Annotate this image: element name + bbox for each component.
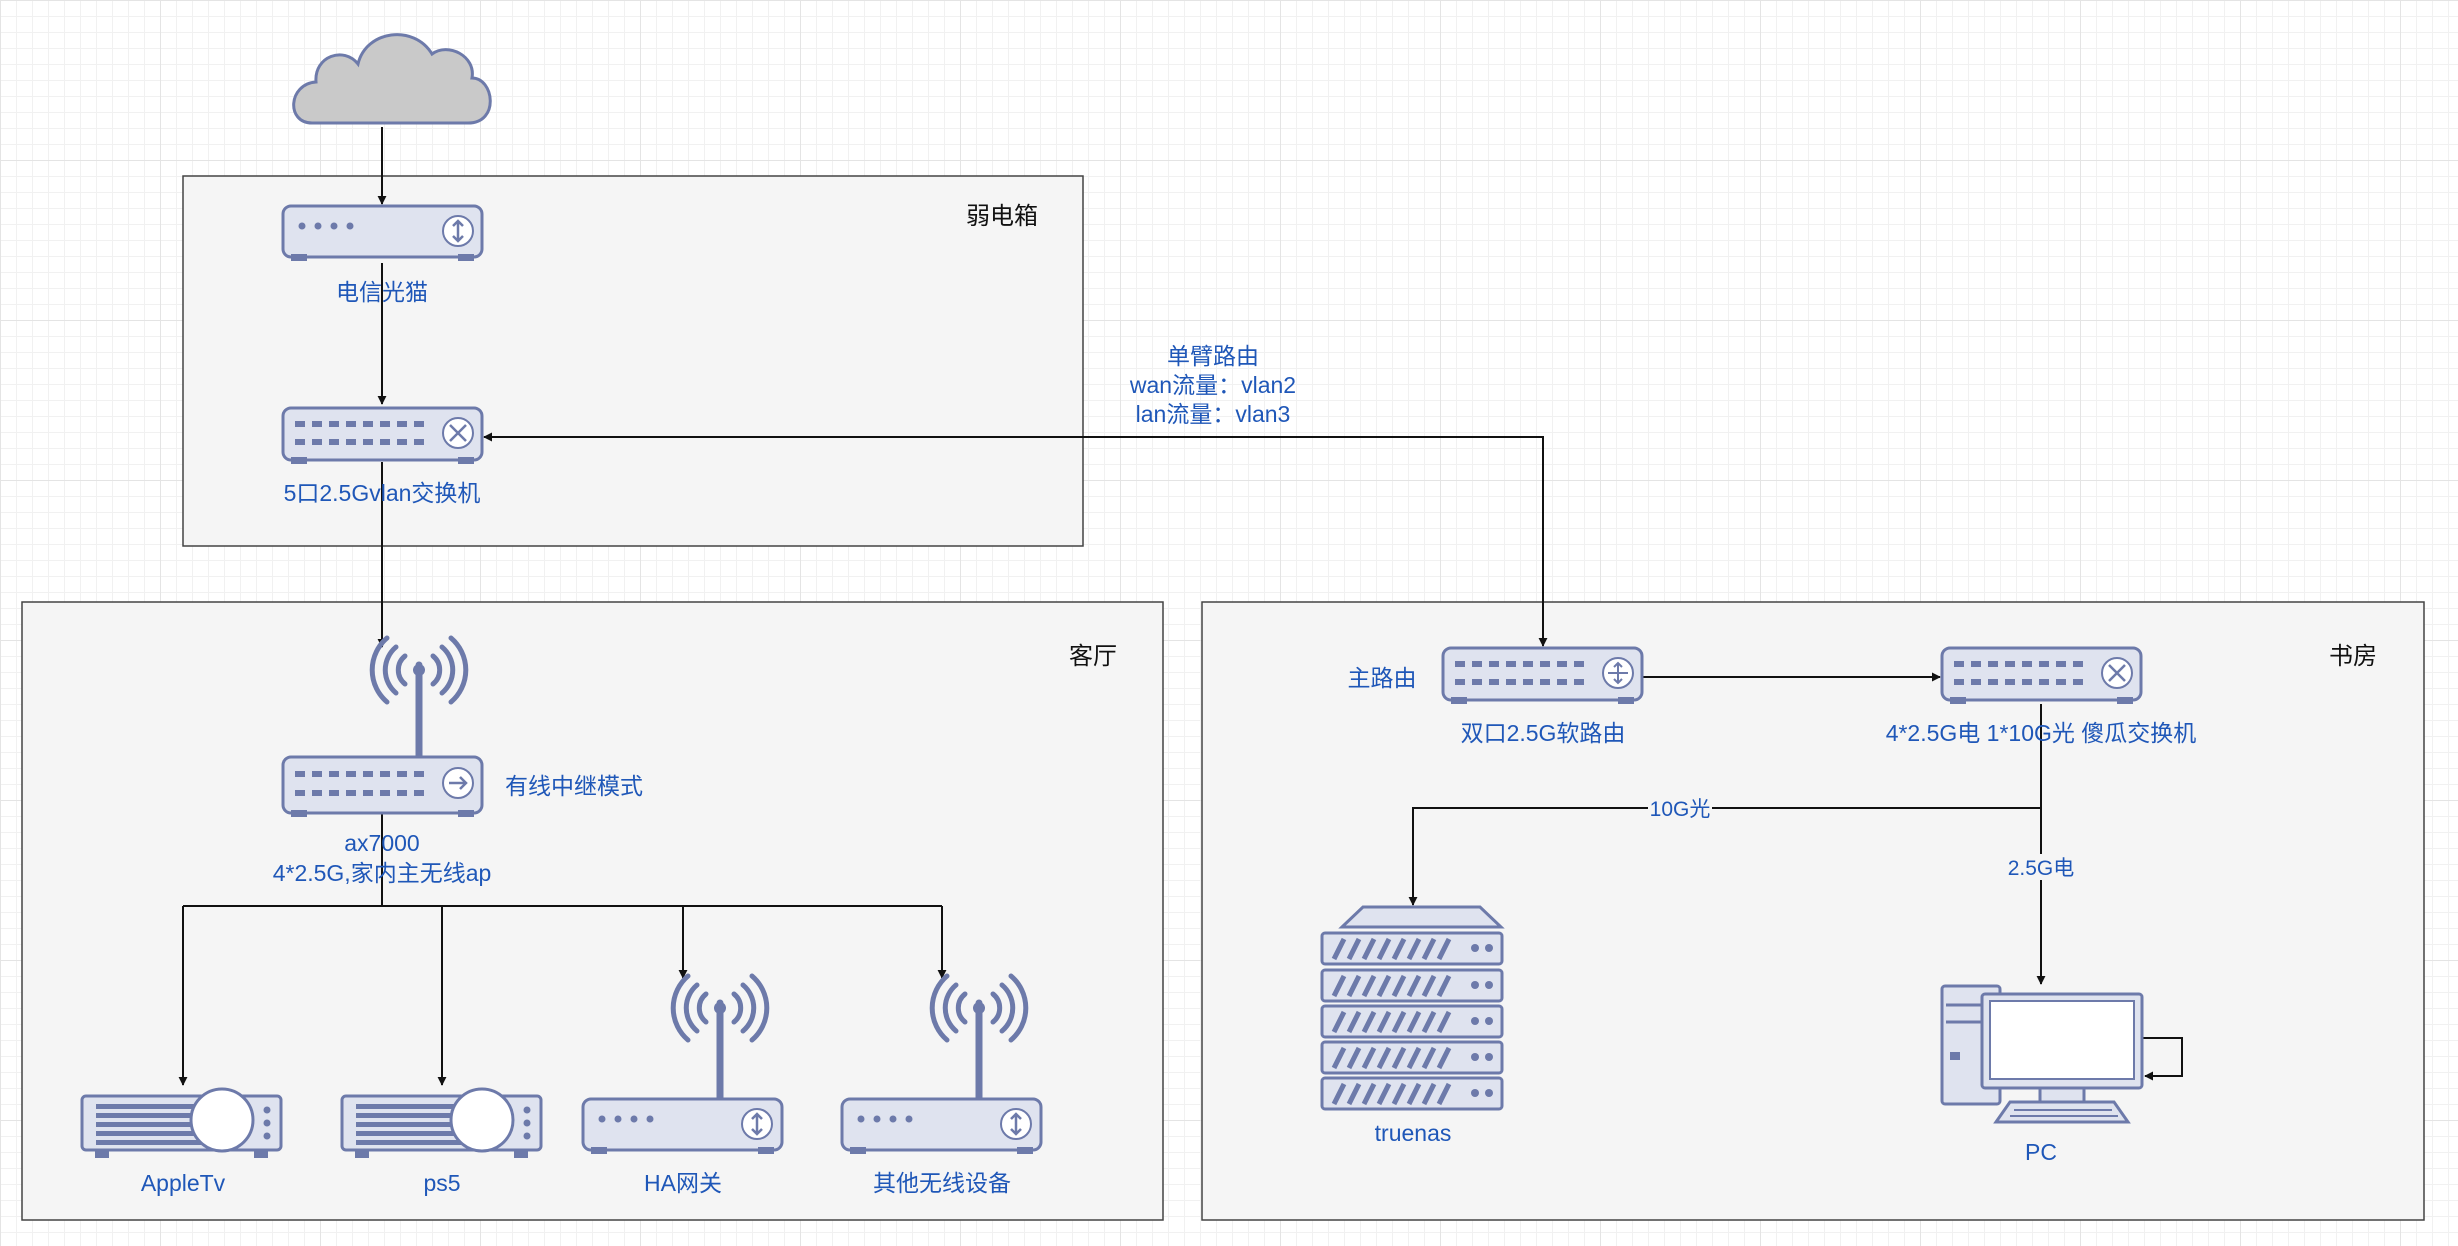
switch-icon — [281, 406, 484, 464]
vlan-switch-node[interactable]: 5口2.5Gvlan交换机 — [281, 406, 484, 506]
ax7000-label-line2: 4*2.5G,家内主无线ap — [273, 860, 492, 886]
modem-node[interactable]: 电信光猫 — [281, 204, 484, 305]
ha-gateway-node[interactable]: HA网关 — [581, 973, 784, 1196]
trunk-label-line2: wan流量：vlan2 — [1129, 372, 1296, 398]
vlan-switch-label: 5口2.5Gvlan交换机 — [284, 480, 481, 506]
modem-icon — [281, 204, 484, 261]
modem-icon — [840, 1097, 1043, 1154]
soft-router-label: 双口2.5G软路由 — [1461, 720, 1626, 746]
dumb-switch-label: 4*2.5G电 1*10G光 傻瓜交换机 — [1886, 720, 2197, 746]
ps5-node[interactable]: ps5 — [340, 1087, 543, 1196]
edge-10g-to-truenas[interactable] — [1408, 704, 2042, 906]
group-label-study: 书房 — [2329, 643, 2377, 670]
wifi-antenna-icon — [670, 973, 770, 1103]
edge-ax7000-bus[interactable] — [183, 814, 942, 907]
internet-cloud[interactable] — [292, 33, 492, 125]
pc-node[interactable]: PC — [1940, 984, 2144, 1165]
wifi-antenna-icon — [369, 635, 469, 761]
appletv-label: AppleTv — [141, 1170, 226, 1196]
group-label-living-room: 客厅 — [1069, 643, 1117, 670]
pc-label: PC — [2025, 1139, 2057, 1165]
ax7000-label-line1: ax7000 — [344, 830, 419, 856]
truenas-node[interactable]: truenas — [1320, 905, 1505, 1146]
ha-gateway-label: HA网关 — [644, 1170, 722, 1196]
desktop-pc-icon — [1940, 984, 2144, 1124]
ps5-label: ps5 — [423, 1170, 460, 1196]
edge-label-25g: 2.5G电 — [2003, 854, 2079, 880]
ax7000-node[interactable]: ax7000 4*2.5G,家内主无线ap 有线中继模式 — [273, 635, 643, 886]
truenas-label: truenas — [1375, 1120, 1452, 1146]
other-wireless-node[interactable]: 其他无线设备 — [840, 973, 1043, 1196]
modem-label: 电信光猫 — [336, 279, 428, 305]
edge-pc-loop[interactable] — [2143, 1037, 2183, 1081]
edges — [178, 127, 2183, 1086]
wifi-antenna-icon — [929, 973, 1029, 1103]
router-icon — [1441, 646, 1644, 704]
main-router-tag: 主路由 — [1348, 665, 1417, 691]
router-icon — [281, 755, 484, 817]
modem-icon — [581, 1097, 784, 1154]
fiber-10g-label: 10G光 — [1650, 798, 1711, 821]
cloud-icon — [292, 33, 492, 125]
copper-25g-label: 2.5G电 — [2008, 857, 2075, 880]
edge-trunk-vlan[interactable] — [483, 432, 1548, 647]
other-wireless-label: 其他无线设备 — [873, 1170, 1011, 1196]
trunk-label-line1: 单臂路由 — [1167, 343, 1259, 369]
appletv-node[interactable]: AppleTv — [80, 1087, 283, 1196]
ax7000-mode-label: 有线中继模式 — [505, 773, 643, 799]
group-label-weak-box: 弱电箱 — [966, 203, 1038, 230]
projector-icon — [340, 1087, 543, 1158]
edge-label-trunk: 单臂路由 wan流量：vlan2 lan流量：vlan3 — [1129, 343, 1296, 427]
projector-icon — [80, 1087, 283, 1158]
dumb-switch-node[interactable]: 4*2.5G电 1*10G光 傻瓜交换机 — [1886, 646, 2197, 746]
soft-router-node[interactable]: 主路由 双口2.5G软路由 — [1348, 646, 1644, 746]
server-icon — [1320, 905, 1505, 1111]
trunk-label-line3: lan流量：vlan3 — [1136, 401, 1291, 427]
switch-icon — [1940, 646, 2143, 704]
edge-label-10g: 10G光 — [1648, 795, 1712, 821]
